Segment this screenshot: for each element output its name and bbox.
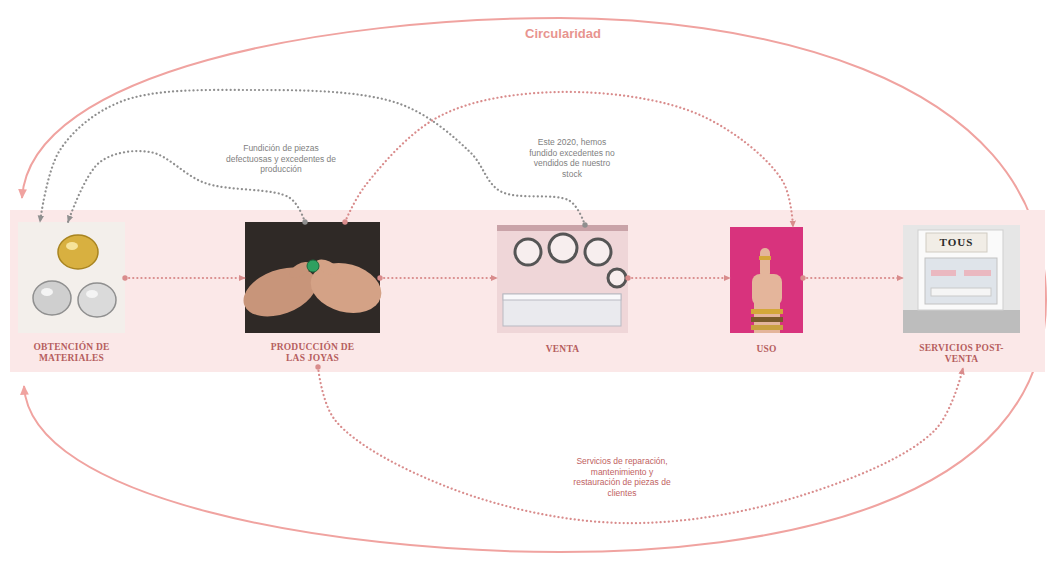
stage-box: USO [730, 227, 803, 358]
bracelet [751, 309, 783, 314]
diagram-title: Circularidad [413, 26, 713, 41]
round-mirror [608, 269, 626, 287]
bracelet [751, 325, 783, 330]
ring [759, 256, 771, 260]
round-mirror [585, 239, 611, 265]
picture-ground [497, 225, 628, 333]
flow-connector [628, 277, 730, 279]
showcase [503, 294, 621, 326]
flow-connector [125, 277, 245, 279]
round-mirror [515, 239, 541, 265]
highlight [86, 290, 98, 298]
stage-caption: OBTENCIÓN DE MATERIALES [18, 342, 125, 364]
connector-note: Servicios de reparación, mantenimiento y… [570, 455, 674, 499]
showcase-glass [503, 294, 621, 300]
picture-ground [18, 222, 125, 333]
silver-nugget [78, 283, 116, 317]
store-facade [918, 230, 1003, 310]
stage-box: OBTENCIÓN DE MATERIALES [18, 222, 125, 367]
bracelet [751, 317, 783, 322]
stage-caption: SERVICIOS POST-VENTA [903, 343, 1020, 365]
ceiling [497, 225, 628, 231]
flow-connector [345, 92, 793, 227]
picture-ground [903, 225, 1020, 333]
flow-connector [40, 90, 585, 225]
stage-caption: VENTA [503, 344, 623, 355]
picture-ground [730, 227, 803, 333]
floor [903, 310, 1020, 333]
use-picture [730, 227, 803, 333]
highlight [41, 288, 53, 296]
highlight [66, 242, 78, 250]
flow-connector [380, 277, 497, 279]
connector-note: Fundición de piezas defectuosas y excede… [222, 142, 340, 176]
shelf [931, 270, 956, 276]
stage-caption: PRODUCCIÓN DE LAS JOYAS [263, 342, 363, 364]
stage-caption: USO [730, 344, 803, 355]
silver-nugget [33, 281, 71, 315]
shelf [964, 270, 991, 276]
green-gem [307, 260, 319, 272]
fist [752, 274, 782, 306]
counter [931, 288, 991, 296]
round-mirror [549, 234, 577, 262]
store-sign [926, 233, 987, 252]
stage-box: PRODUCCIÓN DE LAS JOYAS [245, 222, 380, 367]
stage-band [10, 210, 1045, 372]
thumb [760, 248, 770, 278]
stage-box: VENTA [497, 225, 628, 358]
store-sign-text: TOUS [926, 235, 987, 249]
flow-connector [803, 277, 903, 279]
gold-nugget [58, 235, 98, 269]
store-picture [903, 225, 1020, 333]
connector-note: Este 2020, hemos fundido excedentes no v… [526, 136, 618, 180]
flow-connector [318, 367, 963, 523]
hand [237, 258, 323, 325]
store-window [925, 258, 997, 304]
hand [305, 256, 387, 321]
shop-picture [497, 225, 628, 333]
production-picture [237, 222, 387, 333]
materials-picture [18, 222, 125, 333]
